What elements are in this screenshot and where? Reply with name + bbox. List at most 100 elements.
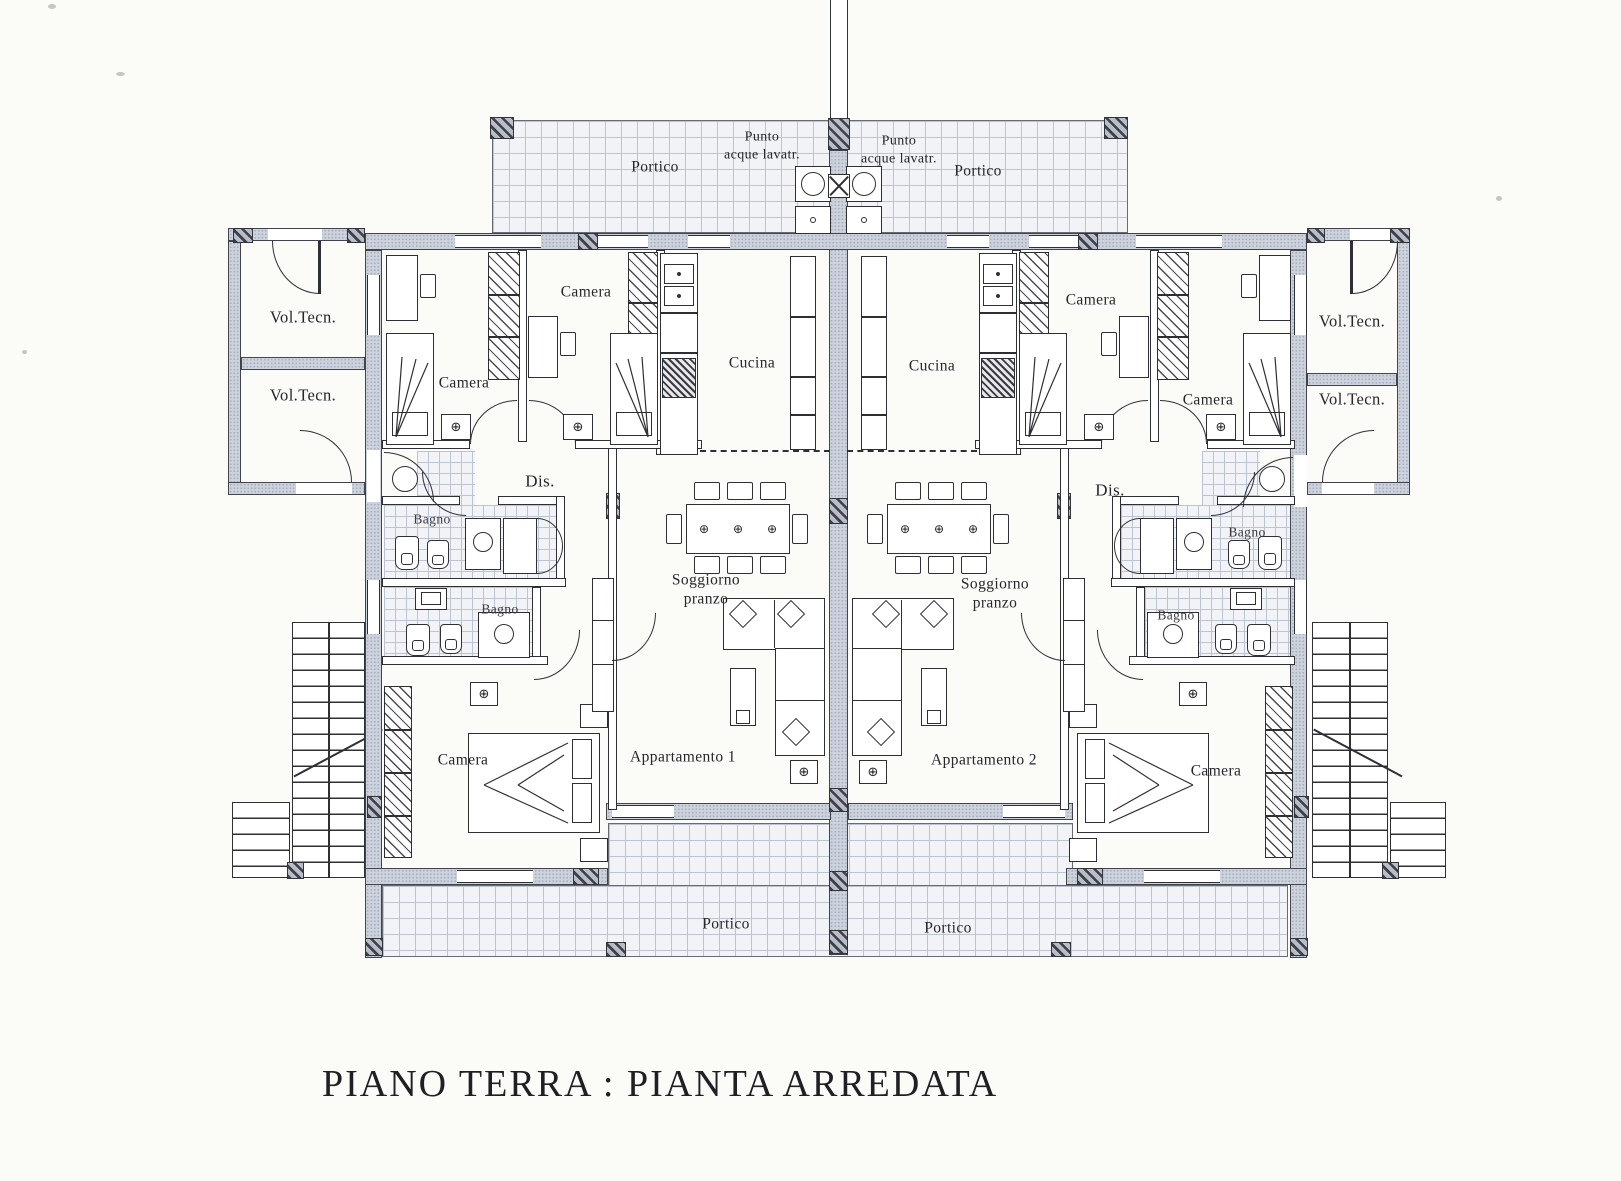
window (598, 235, 648, 248)
dining-chair (895, 482, 921, 500)
cabinet-divider (790, 376, 816, 378)
shower-drain (473, 532, 493, 552)
door-leaf (1350, 241, 1353, 294)
label-line: acque lavatr. (861, 151, 937, 166)
hatch-pillar (365, 938, 383, 956)
wardrobe-divider (1265, 772, 1293, 774)
tall-cabinet (790, 256, 816, 450)
wardrobe (1157, 252, 1189, 380)
bed-pillow (572, 783, 592, 823)
hatch-pillar (1307, 228, 1325, 243)
room-label: Vol.Tecn. (269, 307, 337, 327)
door-opening (268, 229, 322, 240)
wing-right-divider (1307, 373, 1397, 386)
laundry-sink-bowl (801, 172, 825, 196)
exterior-steps-right (1390, 802, 1446, 878)
scan-speck (116, 72, 125, 76)
kitchen-sink-bowl (983, 286, 1013, 306)
label-line: pranzo (683, 591, 729, 608)
room-label: Soggiorno pranzo (672, 571, 740, 610)
dining-chair (666, 514, 682, 544)
sofa-cushion-line (901, 600, 903, 648)
bed-pillow (1085, 783, 1105, 823)
desk-chair (420, 274, 436, 298)
window (1294, 580, 1307, 634)
hatch-pillar (347, 228, 365, 243)
blanket-fold (1248, 356, 1282, 438)
wing-left-wall (228, 241, 241, 495)
open-boundary-dashed (700, 450, 830, 452)
nightstand (1069, 838, 1097, 862)
door-opening (1322, 483, 1374, 494)
room-label: Portico (631, 158, 679, 176)
door-arc (534, 630, 580, 680)
blanket-fold (1108, 742, 1194, 824)
bidet (427, 540, 449, 569)
sofa-cushion-line (776, 700, 824, 702)
room-label: Punto acque lavatr. (861, 133, 937, 168)
room-label: Portico (924, 919, 972, 937)
hatch-pillar (573, 868, 599, 885)
hatch-pillar (367, 796, 382, 818)
bed-pillow (572, 739, 592, 779)
counter-divider (979, 352, 1017, 354)
desk (1119, 316, 1149, 378)
plan-title: PIANO TERRA : PIANTA ARREDATA (322, 1063, 999, 1105)
room-label: Dis. (525, 471, 555, 491)
dining-table: ⊕ ⊕ ⊕ (887, 504, 991, 554)
hatch-pillar (828, 118, 850, 150)
table-symbol: ⊕ (899, 522, 911, 536)
window (947, 235, 989, 248)
door-arc (300, 430, 352, 482)
cabinet-divider (861, 414, 887, 416)
laundry-sink-bowl (852, 172, 876, 196)
hatch-pillar (829, 871, 848, 891)
kitchen-sink-bowl (664, 286, 694, 306)
dining-chair (867, 514, 883, 544)
window (367, 275, 380, 335)
window (688, 235, 730, 248)
dining-chair (895, 556, 921, 574)
stair-rail-line (1349, 622, 1351, 878)
window (1294, 275, 1307, 335)
room-label: Camera (438, 374, 490, 392)
wardrobe-divider (628, 302, 658, 304)
door-arc (1352, 241, 1398, 294)
hatch-pillar (578, 233, 598, 250)
room-label: Portico (954, 162, 1002, 180)
room-label: Vol.Tecn. (1318, 311, 1386, 331)
label-line: Punto (744, 129, 780, 145)
door-arc (272, 241, 320, 294)
window (1029, 235, 1079, 248)
wardrobe-divider (384, 815, 412, 817)
room-label: Camera (1182, 391, 1234, 409)
light-symbol: ⊕ (441, 414, 471, 440)
blanket-fold (1028, 356, 1062, 438)
closet (1140, 518, 1174, 574)
room-label: Bagno (481, 601, 519, 617)
dining-chair (727, 556, 753, 574)
cooktop (981, 358, 1015, 398)
partition-wall (498, 496, 562, 505)
table-symbol: ⊕ (732, 522, 744, 536)
label-line: Soggiorno (960, 575, 1030, 593)
dining-chair (727, 482, 753, 500)
counter-divider (979, 312, 1017, 314)
entrance-opening (1294, 455, 1307, 507)
sofa-cushion-line (853, 700, 901, 702)
shower-drain (1163, 624, 1183, 644)
table-symbol: ⊕ (766, 522, 778, 536)
door-arc (1021, 613, 1065, 661)
table-symbol: ⊕ (698, 522, 710, 536)
dining-chair (928, 482, 954, 500)
washing-machine (846, 206, 882, 234)
room-label: Bagno (413, 511, 451, 527)
open-boundary-dashed (847, 450, 977, 452)
hatch-pillar (233, 228, 253, 243)
light-symbol: ⊕ (1206, 414, 1236, 440)
counter-divider (660, 352, 698, 354)
window (457, 870, 533, 883)
scan-speck (22, 350, 27, 354)
cabinet-divider (790, 316, 816, 318)
hatch-pillar (1290, 938, 1308, 956)
